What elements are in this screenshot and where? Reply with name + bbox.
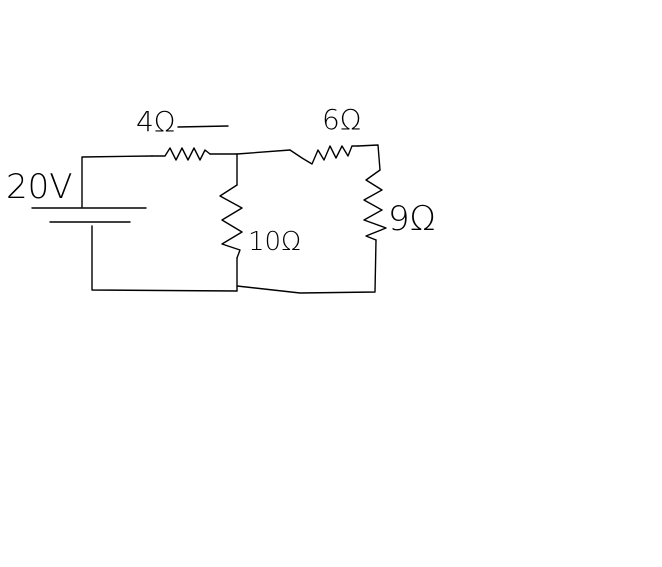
- resistor-4-ohm-label: 4Ω: [136, 105, 175, 138]
- source-label: 20V: [6, 167, 73, 207]
- resistor-6-ohm-zigzag: [289, 145, 359, 165]
- voltage-source: [31, 207, 147, 223]
- resistor-6-ohm-label: 6Ω: [322, 103, 361, 136]
- resistor-10-ohm-label: 10Ω: [248, 227, 301, 257]
- wire-bottom-right: [236, 239, 377, 294]
- resistor-9-ohm-label: 9Ω: [388, 199, 436, 239]
- resistor-9-ohm-zigzag: [363, 169, 387, 241]
- resistor-4-ohm-zigzag: [151, 147, 211, 161]
- resistor-4-ohm-label-underline: [177, 125, 229, 128]
- wire-top-middle: [209, 149, 291, 155]
- resistor-10-ohm: [219, 184, 243, 259]
- wires: [81, 144, 381, 294]
- wire-top-left: [81, 155, 153, 208]
- resistor-6-ohm: [289, 145, 359, 165]
- wire-bottom-left: [91, 225, 238, 292]
- wire-top-right: [357, 144, 381, 171]
- resistor-9-ohm: [363, 169, 387, 241]
- resistor-10-ohm-zigzag: [219, 184, 243, 259]
- resistor-4-ohm: [151, 147, 211, 161]
